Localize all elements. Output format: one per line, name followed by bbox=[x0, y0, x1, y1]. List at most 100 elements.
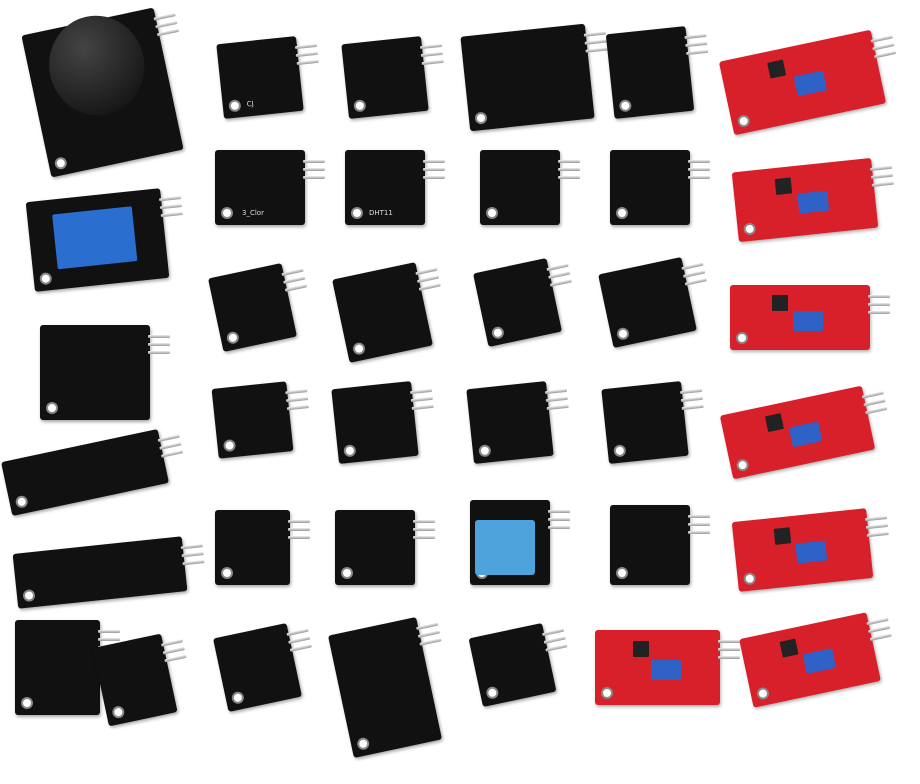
header-pin bbox=[148, 351, 170, 354]
header-pin bbox=[295, 51, 318, 58]
module-touch bbox=[719, 385, 888, 480]
potentiometer bbox=[651, 660, 682, 680]
header-pin bbox=[164, 654, 187, 663]
mounting-hole bbox=[486, 207, 498, 219]
header-pin bbox=[157, 434, 180, 443]
header-pin bbox=[718, 656, 740, 659]
header-pin bbox=[870, 173, 894, 179]
ic-chip bbox=[632, 641, 649, 658]
module-passive-buzzer bbox=[213, 623, 312, 712]
mounting-hole bbox=[736, 113, 751, 129]
module-push-button bbox=[331, 381, 434, 464]
module-hall-magnetic bbox=[335, 510, 435, 585]
header-pin bbox=[865, 515, 888, 522]
joystick-knob bbox=[39, 6, 154, 125]
header-pin bbox=[681, 404, 704, 411]
header-pin bbox=[410, 396, 433, 403]
mounting-hole bbox=[353, 99, 367, 113]
module-flame bbox=[718, 29, 897, 136]
header-pin bbox=[303, 176, 325, 179]
module-ds18b20 bbox=[605, 26, 709, 119]
header-pin bbox=[180, 544, 203, 550]
header-pin bbox=[679, 388, 703, 395]
header-pin bbox=[868, 295, 890, 298]
mounting-hole bbox=[755, 686, 771, 701]
header-pin bbox=[156, 28, 180, 37]
mounting-hole bbox=[613, 444, 627, 458]
header-pin bbox=[286, 397, 309, 403]
relay-body bbox=[52, 206, 138, 270]
mounting-hole bbox=[474, 111, 488, 125]
module-mic-big bbox=[739, 612, 892, 708]
module-mercury-tilt bbox=[480, 150, 580, 225]
mounting-hole bbox=[490, 325, 505, 340]
header-pin bbox=[288, 536, 310, 539]
header-pin bbox=[148, 335, 170, 338]
header-pin bbox=[870, 35, 893, 43]
header-pin bbox=[684, 33, 707, 40]
module-reed-switch bbox=[327, 617, 443, 758]
header-pin bbox=[423, 168, 445, 171]
mounting-hole bbox=[735, 458, 750, 473]
header-pin bbox=[415, 267, 438, 276]
header-pin bbox=[548, 271, 571, 279]
header-pin bbox=[683, 270, 706, 278]
header-pin bbox=[871, 181, 894, 187]
silkscreen-label: DHT11 bbox=[369, 209, 393, 217]
header-pin bbox=[558, 168, 580, 171]
header-pin bbox=[870, 165, 893, 172]
mounting-hole bbox=[225, 330, 240, 345]
mounting-hole bbox=[111, 705, 126, 720]
module-tilt-switch bbox=[15, 620, 120, 715]
dht-sensor-body bbox=[475, 520, 535, 575]
header-pin bbox=[868, 303, 890, 306]
header-pin bbox=[409, 388, 433, 395]
module-laser bbox=[332, 262, 441, 363]
header-pin bbox=[866, 617, 889, 626]
header-pin bbox=[688, 515, 710, 518]
header-pin bbox=[684, 278, 707, 286]
mounting-hole bbox=[14, 494, 29, 509]
module-smd-rgb: 3_Clor bbox=[215, 150, 325, 225]
header-pin bbox=[863, 399, 886, 407]
header-pin bbox=[153, 13, 176, 21]
header-pin bbox=[869, 633, 892, 642]
header-pin bbox=[283, 276, 306, 284]
module-linear-hall bbox=[730, 285, 890, 350]
potentiometer bbox=[795, 540, 827, 564]
header-pin bbox=[872, 43, 895, 51]
module-ir-tracking bbox=[12, 536, 205, 609]
module-tap bbox=[598, 256, 707, 349]
header-pin bbox=[303, 160, 325, 163]
ic-chip bbox=[772, 294, 788, 311]
header-pin bbox=[544, 388, 568, 395]
module-analog-temp bbox=[610, 150, 710, 225]
header-pin bbox=[288, 520, 310, 523]
mounting-hole bbox=[736, 332, 748, 344]
module-rgb-led: CJ bbox=[216, 36, 319, 119]
header-pin bbox=[286, 628, 309, 637]
module-photoresistor bbox=[211, 381, 310, 459]
module-relay bbox=[25, 188, 183, 292]
header-pin bbox=[688, 168, 710, 171]
mounting-hole bbox=[341, 567, 353, 579]
header-pin bbox=[718, 648, 740, 651]
header-pin bbox=[155, 20, 178, 29]
header-pin bbox=[866, 531, 889, 538]
module-reed-red bbox=[731, 508, 889, 592]
potentiometer bbox=[793, 70, 827, 97]
module-ir-receiver-pair bbox=[460, 23, 608, 132]
header-pin bbox=[281, 268, 304, 277]
module-light-blocking bbox=[466, 381, 569, 464]
module-ir-transmitter bbox=[341, 36, 444, 119]
header-pin bbox=[419, 43, 443, 50]
silkscreen-label: 3_Clor bbox=[242, 209, 264, 217]
mounting-hole bbox=[343, 444, 357, 458]
header-pin bbox=[420, 51, 443, 58]
header-pin bbox=[284, 284, 307, 292]
mounting-hole bbox=[351, 341, 367, 356]
header-pin bbox=[545, 396, 568, 403]
header-pin bbox=[861, 391, 884, 399]
mounting-hole bbox=[228, 99, 242, 113]
header-pin bbox=[160, 211, 183, 218]
